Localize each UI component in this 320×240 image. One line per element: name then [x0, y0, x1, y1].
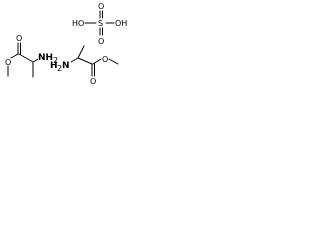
- chemical-structure-diagram: O S O HO OH O O O O: [5, 2, 127, 86]
- amine-label-background: [38, 50, 71, 68]
- right-amine-h-label: H: [50, 61, 58, 71]
- amine-labels: NH 2 H 2 N: [38, 50, 71, 73]
- left-c-calpha-bond: [18, 53, 34, 63]
- right-amine-n-label: N: [62, 61, 70, 71]
- sulfate-oh-left-label: HO: [72, 19, 84, 28]
- sulfuric-acid-group: O S O HO OH: [72, 2, 127, 46]
- left-ether-o-label: O: [5, 58, 11, 67]
- right-carbonyl-o-label: O: [90, 77, 96, 86]
- right-n-calpha-bond: [70, 57, 79, 63]
- left-ester-group: O O: [5, 34, 41, 78]
- sulfate-oh-right-label: OH: [115, 19, 127, 28]
- left-amine-subscript: 2: [53, 56, 58, 65]
- right-ether-o-label: O: [102, 55, 108, 64]
- sulfate-o-top-label: O: [98, 2, 104, 11]
- left-c-o-ether-bond: [10, 53, 19, 59]
- right-c-o-ether-bond: [92, 58, 102, 65]
- left-carbonyl-o-label: O: [16, 34, 22, 43]
- sulfate-o-bottom-label: O: [98, 37, 104, 46]
- right-o-methyl-bond: [108, 58, 119, 65]
- right-calpha-methyl-bond: [77, 45, 85, 59]
- sulfur-label: S: [98, 19, 103, 28]
- left-amine-nh-label: NH: [38, 53, 53, 63]
- right-ester-group: O O: [70, 45, 119, 86]
- right-amine-subscript: 2: [57, 64, 62, 73]
- right-calpha-c-bond: [77, 57, 93, 65]
